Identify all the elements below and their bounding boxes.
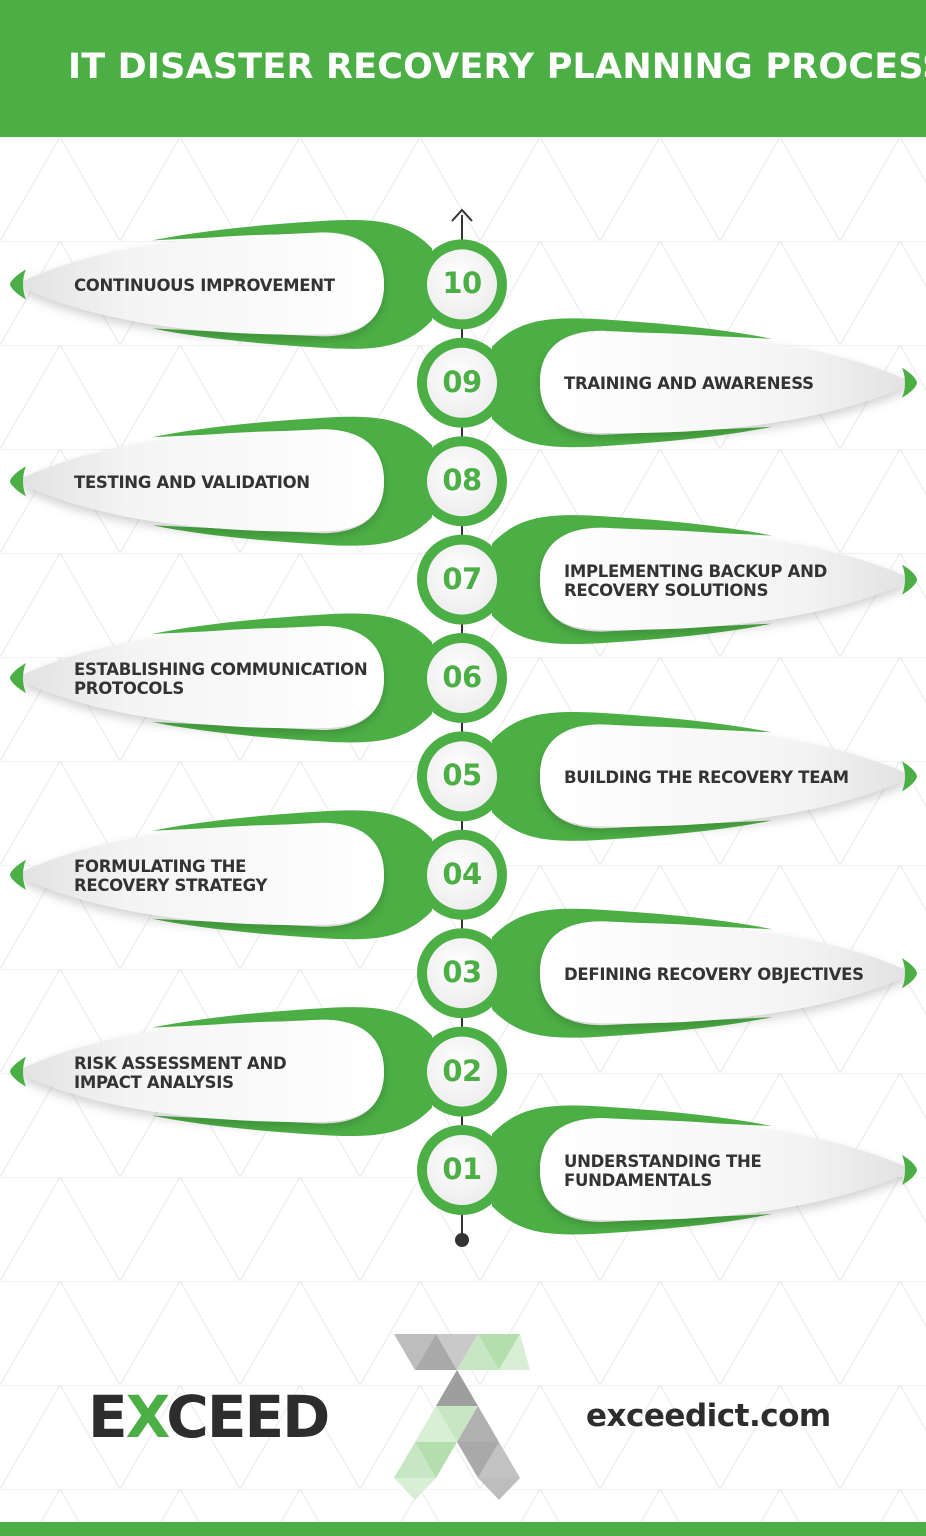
green-arrowhead-icon [10, 859, 26, 890]
green-arrowhead-icon [10, 466, 26, 497]
step-leaf-bubble [22, 824, 384, 926]
step-number-disc [427, 544, 497, 615]
step-label-line: CONTINUOUS IMPROVEMENT [74, 275, 335, 295]
step-05-graphic [417, 711, 917, 841]
step-label: DEFINING RECOVERY OBJECTIVES [564, 965, 884, 984]
brand-suffix: CEED [166, 1383, 330, 1451]
green-arrowhead-icon [902, 761, 917, 792]
step-leaf-bubble [540, 332, 907, 434]
step-connector-wing [152, 219, 432, 349]
step-10-graphic [10, 219, 507, 349]
step-number-disc [427, 249, 497, 320]
green-arrowhead-icon [902, 958, 917, 989]
step-07-graphic [417, 515, 917, 645]
step-leaf-bubble [22, 1021, 384, 1122]
step-label-line: DEFINING RECOVERY OBJECTIVES [564, 964, 864, 984]
step-number: 05 [442, 758, 482, 793]
step-label-line: ESTABLISHING COMMUNICATION [74, 660, 368, 679]
step-number-disc [427, 1135, 497, 1205]
step-label-line: UNDERSTANDING THE [564, 1152, 762, 1171]
step-number: 04 [442, 856, 482, 891]
green-arrowhead-icon [10, 663, 26, 693]
green-arrowhead-icon [902, 367, 917, 398]
step-label: BUILDING THE RECOVERY TEAM [564, 768, 884, 787]
step-leaf-bubble [22, 234, 384, 335]
step-connector-wing [492, 318, 772, 448]
step-number-disc [427, 643, 497, 713]
step-connector-wing [492, 1105, 772, 1235]
step-03-graphic [417, 908, 917, 1038]
x-triangle-logo-icon [394, 1334, 530, 1500]
step-label-line: FUNDAMENTALS [564, 1171, 712, 1190]
step-label-line: IMPACT ANALYSIS [74, 1072, 234, 1092]
step-leaf-bubble [540, 529, 907, 630]
step-label: TRAINING AND AWARENESS [564, 374, 884, 393]
green-arrowhead-icon [902, 564, 917, 595]
green-arrowhead-icon [902, 1155, 917, 1185]
step-08-graphic [10, 416, 507, 546]
step-connector-wing [492, 515, 772, 645]
brand-prefix: E [88, 1383, 128, 1451]
step-label-line: RISK ASSESSMENT AND [74, 1053, 287, 1073]
step-number: 10 [442, 266, 482, 301]
step-number-disc [427, 446, 497, 517]
step-number: 08 [442, 463, 482, 498]
footer-bar [0, 1522, 926, 1536]
dot-icon [455, 1233, 469, 1247]
step-number-disc [427, 839, 497, 910]
step-label-line: BUILDING THE RECOVERY TEAM [564, 767, 849, 787]
step-number-disc [427, 938, 497, 1009]
step-leaf-bubble [540, 1119, 907, 1221]
step-label: TESTING AND VALIDATION [74, 473, 394, 492]
step-02-graphic [10, 1007, 507, 1137]
step-09-graphic [417, 318, 917, 448]
step-label-line: FORMULATING THE [74, 856, 247, 876]
green-arrowhead-icon [10, 269, 26, 300]
step-leaf-bubble [540, 922, 907, 1024]
step-number: 09 [442, 364, 482, 399]
step-number: 07 [442, 561, 482, 596]
arrow-up-icon [451, 208, 473, 222]
step-connector-wing [152, 1007, 432, 1137]
step-connector-wing [492, 711, 772, 841]
brand-x-letter: X [125, 1383, 169, 1451]
step-connector-wing [152, 810, 432, 940]
step-01-graphic [417, 1105, 917, 1235]
step-connector-wing [492, 908, 772, 1038]
step-number: 06 [442, 660, 482, 694]
green-arrowhead-icon [10, 1056, 26, 1087]
step-label-line: RECOVERY SOLUTIONS [564, 580, 769, 600]
step-label-line: RECOVERY STRATEGY [74, 875, 268, 895]
step-06-graphic [10, 613, 507, 743]
step-label-line: TESTING AND VALIDATION [74, 472, 310, 492]
step-number: 01 [442, 1152, 482, 1186]
step-number: 03 [442, 955, 482, 990]
step-label: CONTINUOUS IMPROVEMENT [74, 276, 394, 295]
step-label-line: TRAINING AND AWARENESS [564, 374, 814, 394]
step-leaf-bubble [540, 726, 907, 827]
step-number: 02 [442, 1053, 482, 1088]
step-leaf-bubble [22, 627, 384, 729]
step-04-graphic [10, 810, 507, 940]
step-leaf-bubble [22, 430, 384, 532]
page-title: IT DISASTER RECOVERY PLANNING PROCESS [68, 47, 926, 87]
step-number-disc [427, 741, 497, 812]
step-number-disc [427, 1036, 497, 1107]
step-number-disc [427, 347, 497, 418]
header-banner: IT DISASTER RECOVERY PLANNING PROCESS [0, 0, 926, 137]
website-url[interactable]: exceedict.com [586, 1398, 831, 1434]
step-label-line: IMPLEMENTING BACKUP AND [564, 561, 827, 581]
brand-logo: EXCEED [88, 1382, 330, 1452]
step-connector-wing [152, 613, 432, 743]
step-label-line: PROTOCOLS [74, 679, 184, 698]
step-connector-wing [152, 416, 432, 546]
